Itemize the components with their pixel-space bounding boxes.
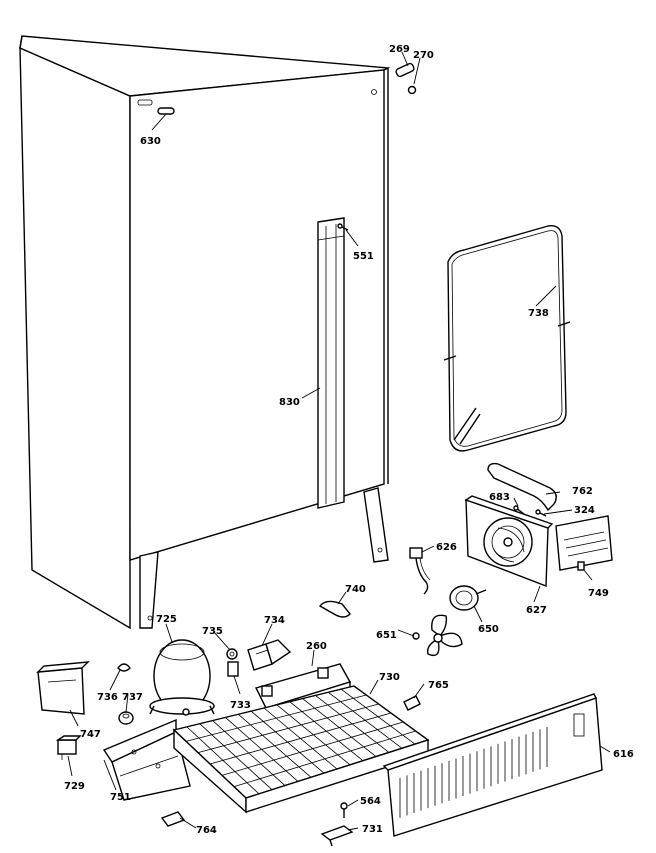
fan-motor-part [449, 585, 487, 611]
label-731: 731 [362, 824, 383, 835]
slot-cover-part [157, 107, 175, 115]
part-labels: 269 270 630 551 738 830 762 683 324 626 … [64, 44, 634, 836]
access-panel-part [382, 693, 603, 837]
label-735: 735 [202, 626, 223, 637]
compressor-part [149, 639, 215, 716]
label-830: 830 [279, 397, 300, 408]
label-764: 764 [196, 825, 217, 836]
bracket-part-731 [320, 825, 354, 847]
base-frame-part [102, 718, 191, 801]
label-725: 725 [156, 614, 177, 625]
label-269: 269 [389, 44, 410, 55]
label-616: 616 [613, 749, 634, 760]
label-551: 551 [353, 251, 374, 262]
grommet-part-737 [118, 711, 134, 725]
bracket-part-747 [36, 661, 90, 715]
label-683: 683 [489, 492, 510, 503]
label-740: 740 [345, 584, 366, 595]
screw-part-683 [513, 505, 525, 515]
label-729: 729 [64, 781, 85, 792]
label-270: 270 [413, 50, 434, 61]
hinge-pin-part [395, 62, 417, 95]
label-747: 747 [80, 729, 101, 740]
label-260: 260 [306, 641, 327, 652]
fan-shroud-part [464, 495, 554, 588]
label-751: 751 [110, 792, 131, 803]
grommet-part-735 [226, 648, 238, 660]
bracket-part-764 [160, 811, 186, 827]
cabinet [19, 35, 391, 630]
clip-part-765 [403, 695, 421, 711]
screw-part-564 [340, 802, 348, 818]
label-650: 650 [478, 624, 499, 635]
label-730: 730 [379, 672, 400, 683]
overload-bracket-part [247, 639, 292, 671]
condenser-coil-part [172, 685, 430, 814]
label-738: 738 [528, 308, 549, 319]
wire-harness-part [409, 547, 431, 595]
label-733: 733 [230, 700, 251, 711]
clip-part-736 [117, 663, 131, 672]
label-651: 651 [376, 630, 397, 641]
capacitor-part [55, 735, 82, 760]
label-737: 737 [122, 692, 143, 703]
label-626: 626 [436, 542, 457, 553]
bracket-part-762 [487, 462, 557, 512]
label-627: 627 [526, 605, 547, 616]
screw-part-551 [337, 223, 349, 231]
leader-lines [67, 51, 611, 831]
fan-blade-part [412, 614, 463, 657]
label-762: 762 [572, 486, 593, 497]
screw-part-324 [535, 509, 547, 517]
cover-part-749 [555, 515, 613, 571]
label-324: 324 [574, 505, 595, 516]
label-630: 630 [140, 136, 161, 147]
label-765: 765 [428, 680, 449, 691]
label-564: 564 [360, 796, 381, 807]
door-gasket-part [443, 225, 571, 452]
relay-part-733 [227, 661, 239, 677]
clip-part-740 [318, 600, 351, 618]
label-749: 749 [588, 588, 609, 599]
label-736: 736 [97, 692, 118, 703]
label-734: 734 [264, 615, 285, 626]
